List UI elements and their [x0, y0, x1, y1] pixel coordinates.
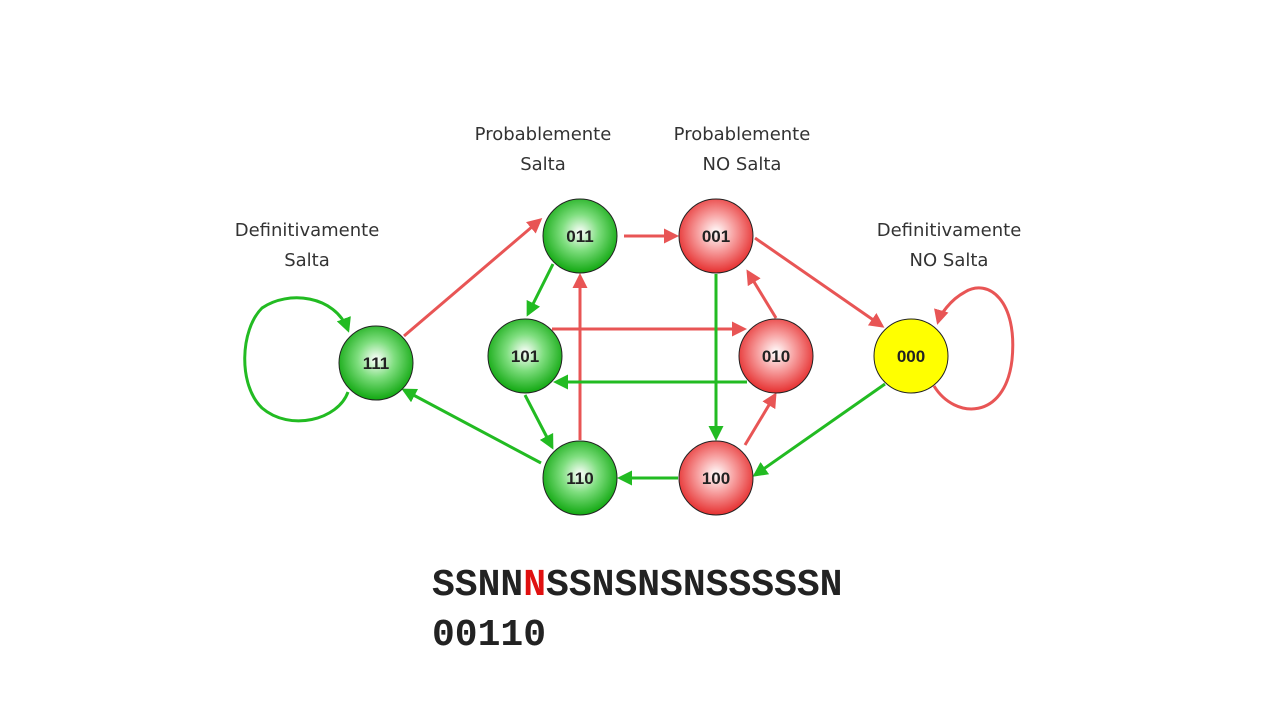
- state-label: 100: [702, 469, 730, 488]
- caption-probablemente-no-salta: Probablemente NO Salta: [632, 120, 852, 180]
- outcome-sequence: SSNNNSSNSNSNSSSSSN: [432, 564, 842, 607]
- edge-111-self: [243, 296, 351, 423]
- state-label: 101: [511, 347, 539, 366]
- state-node-111: 111: [338, 325, 414, 401]
- edge-101-110: [523, 394, 554, 450]
- state-node-001: 001: [678, 198, 754, 274]
- sequence-highlight: N: [523, 564, 547, 607]
- edge-000-self: [932, 286, 1015, 411]
- state-node-100: 100: [678, 440, 754, 516]
- caption-definitivamente-no-salta: Definitivamente NO Salta: [839, 216, 1059, 276]
- caption-line: Salta: [284, 250, 330, 271]
- state-node-010: 010: [738, 318, 814, 394]
- sequence-before: SSNN: [432, 564, 524, 607]
- state-label: 111: [363, 354, 390, 373]
- caption-definitivamente-salta: Definitivamente Salta: [197, 216, 417, 276]
- edge-011-101: [526, 263, 555, 317]
- edge-100-010: [743, 392, 777, 446]
- state-node-110: 110: [542, 440, 618, 516]
- state-label: 001: [702, 227, 730, 246]
- edge-001-000: [754, 236, 885, 328]
- state-label: 000: [897, 347, 925, 366]
- edge-010-001: [746, 269, 778, 319]
- edge-000-100: [752, 382, 886, 477]
- state-label: 110: [566, 469, 593, 488]
- caption-line: Definitivamente: [234, 220, 380, 241]
- caption-probablemente-salta: Probablemente Salta: [433, 120, 653, 180]
- history-register: 00110: [432, 614, 547, 657]
- caption-line: NO Salta: [909, 250, 989, 271]
- caption-line: Salta: [520, 154, 566, 175]
- sequence-after: SSNSNSNSSSSSN: [546, 564, 843, 607]
- edge-110-111: [401, 388, 542, 465]
- state-label: 011: [566, 227, 593, 246]
- state-node-011: 011: [542, 198, 618, 274]
- edge-111-011: [403, 218, 543, 338]
- state-node-101: 101: [487, 318, 563, 394]
- state-node-000: 000: [873, 318, 949, 394]
- caption-line: NO Salta: [702, 154, 782, 175]
- state-label: 010: [762, 347, 790, 366]
- caption-line: Probablemente: [673, 124, 811, 145]
- caption-line: Probablemente: [474, 124, 612, 145]
- caption-line: Definitivamente: [876, 220, 1022, 241]
